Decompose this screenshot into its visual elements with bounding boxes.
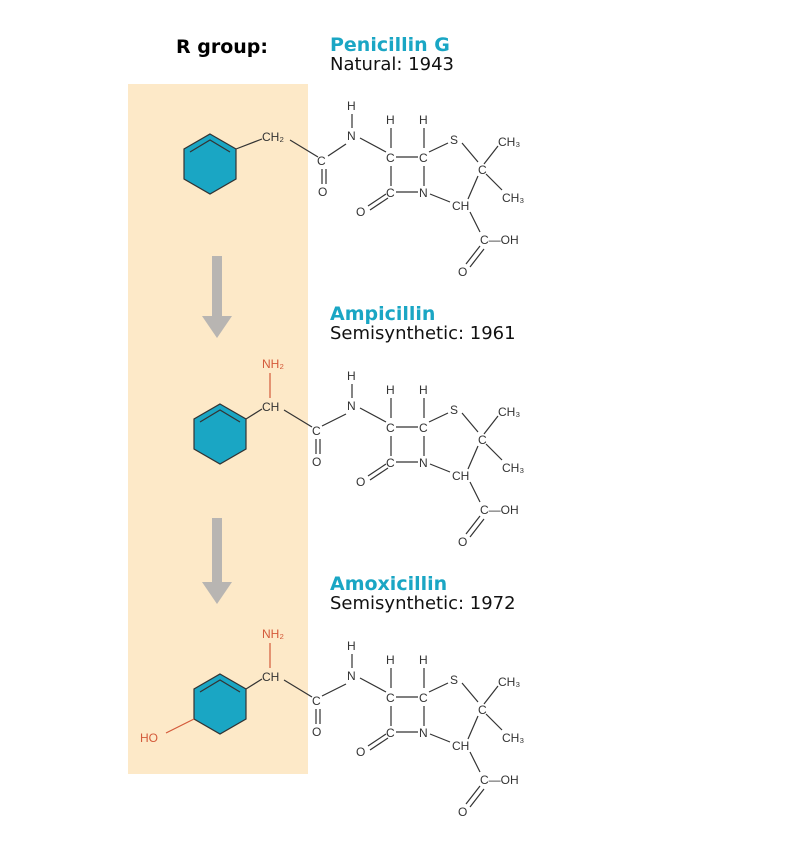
- drug-name: Amoxicillin: [330, 573, 448, 595]
- atom-label: C: [386, 421, 395, 435]
- atom-label: C—OH: [480, 233, 519, 247]
- atom-label: S: [450, 403, 458, 417]
- atom-label: C: [419, 151, 428, 165]
- atom-label: H: [419, 383, 428, 397]
- drug-name: Penicillin G: [330, 34, 450, 56]
- atom-label: S: [450, 673, 458, 687]
- atom-label: C—OH: [480, 503, 519, 517]
- drug-name: Ampicillin: [330, 303, 436, 325]
- atom-label: CH₃: [498, 135, 520, 149]
- atom-label: O: [312, 455, 321, 469]
- drug-origin: Natural: 1943: [330, 54, 454, 75]
- atom-label: C: [419, 691, 428, 705]
- atom-label: CH₃: [498, 405, 520, 419]
- atom-label: H: [347, 99, 356, 113]
- atom-label: C: [386, 151, 395, 165]
- atom-label: N: [347, 129, 356, 143]
- atom-label: O: [356, 475, 365, 489]
- atom-label: CH₃: [502, 191, 524, 205]
- atom-label: O: [312, 725, 321, 739]
- atom-label: N: [419, 456, 428, 470]
- atom-label: CH₂: [262, 130, 284, 144]
- atom-label: C: [317, 154, 326, 168]
- atom-label: CH: [262, 400, 279, 414]
- atom-label: H: [419, 653, 428, 667]
- atom-label: S: [450, 133, 458, 147]
- atom-label: C—OH: [480, 773, 519, 787]
- atom-label: CH₃: [502, 731, 524, 745]
- atom-label: H: [386, 653, 395, 667]
- atom-label: C: [478, 433, 487, 447]
- atom-label: C: [312, 694, 321, 708]
- atom-label: N: [419, 186, 428, 200]
- down-arrow-1: [202, 256, 232, 338]
- atom-label: C: [312, 424, 321, 438]
- r-group-atom-label: NH₂: [262, 627, 284, 641]
- atom-label: O: [458, 535, 467, 549]
- atom-label: O: [458, 805, 467, 819]
- r-group-atom-label: HO: [140, 731, 158, 745]
- atom-label: CH₃: [498, 675, 520, 689]
- atom-label: O: [356, 745, 365, 759]
- atom-label: CH₃: [502, 461, 524, 475]
- penicillin-g-caption: Penicillin G Natural: 1943: [330, 34, 454, 75]
- r-group-label: R group:: [176, 36, 268, 58]
- atom-label: O: [356, 205, 365, 219]
- atom-label: C: [386, 726, 395, 740]
- atom-label: H: [386, 113, 395, 127]
- atom-label: CH: [262, 670, 279, 684]
- atom-label: N: [419, 726, 428, 740]
- r-group-atom-label: NH₂: [262, 357, 284, 371]
- atom-label: C: [419, 421, 428, 435]
- amoxicillin-caption: Amoxicillin Semisynthetic: 1972: [330, 573, 516, 614]
- atom-label: CH: [452, 739, 469, 753]
- benzene-ring-icon: [193, 673, 247, 735]
- atom-label: N: [347, 399, 356, 413]
- atom-label: O: [318, 185, 327, 199]
- atom-label: H: [419, 113, 428, 127]
- atom-label: H: [347, 639, 356, 653]
- atom-label: C: [478, 703, 487, 717]
- atom-label: C: [386, 456, 395, 470]
- atom-label: H: [386, 383, 395, 397]
- atom-label: C: [386, 691, 395, 705]
- atom-label: CH: [452, 199, 469, 213]
- benzene-ring-icon: [183, 133, 237, 195]
- ampicillin-caption: Ampicillin Semisynthetic: 1961: [330, 303, 516, 344]
- atom-label: H: [347, 369, 356, 383]
- atom-label: C: [478, 163, 487, 177]
- drug-origin: Semisynthetic: 1972: [330, 593, 516, 614]
- atom-label: N: [347, 669, 356, 683]
- atom-label: CH: [452, 469, 469, 483]
- down-arrow-2: [202, 518, 232, 604]
- atom-label: C: [386, 186, 395, 200]
- drug-origin: Semisynthetic: 1961: [330, 323, 516, 344]
- atom-label: O: [458, 265, 467, 279]
